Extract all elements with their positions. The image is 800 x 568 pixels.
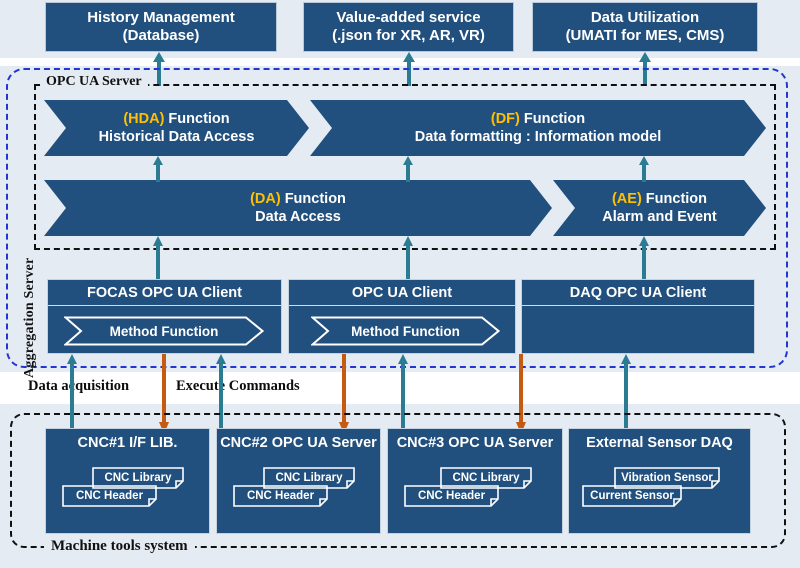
consumer-box-line2: (Database) [122, 27, 200, 44]
client-title: FOCAS OPC UA Client [48, 280, 281, 306]
method-function-label: Method Function [109, 323, 219, 339]
arrow-cnc2-to-opcua-client [215, 354, 227, 440]
function-description: Data formatting : Information model [414, 129, 662, 145]
device-box-external-sensor-daq[interactable]: External Sensor DAQ [568, 428, 751, 534]
method-function-chevron-opcua[interactable]: Method Function [311, 316, 500, 346]
arrow-client-daq-to-ae [638, 236, 650, 286]
arrow-cnc1-to-focas-client [66, 354, 78, 440]
arrow-sensor-to-daq-client [620, 354, 632, 440]
consumer-box-line2: (.json for XR, AR, VR) [332, 27, 485, 44]
arrow-client-focas-to-da [152, 236, 164, 286]
device-title: CNC#1 I/F LIB. [77, 435, 178, 451]
function-suffix: Function [280, 190, 346, 207]
function-description: Alarm and Event [602, 209, 717, 225]
aggregation-server-label: Aggregation Server [22, 257, 37, 378]
doc-cnc1-library: CNC Library [92, 467, 184, 489]
arrow-client-opcua-to-da [402, 236, 414, 286]
function-code: (AE) [611, 190, 642, 207]
doc-label: CNC Library [104, 472, 172, 484]
doc-label: Vibration Sensor [621, 472, 713, 484]
function-chevron-title-line: (DA) Function [250, 190, 346, 208]
arrow-da-to-hda [152, 156, 164, 182]
function-code: (DF) [490, 110, 520, 127]
aggregation-server-label-wrap: Aggregation Server [8, 160, 37, 378]
device-box-cnc3[interactable]: CNC#3 OPC UA Server [387, 428, 563, 534]
function-suffix: Function [164, 110, 230, 127]
arrow-da-to-df-left [402, 156, 414, 182]
function-code: (DA) [250, 190, 281, 207]
doc-label: CNC Library [452, 472, 520, 484]
function-chevron-title-line: (HDA) Function [123, 110, 229, 128]
function-chevron-title-line: (DF) Function [491, 110, 585, 128]
function-code: (HDA) [123, 110, 165, 127]
function-description: Data Access [255, 209, 341, 225]
consumer-box-line1: Data Utilization [590, 9, 700, 27]
arrow-command-to-cnc2 [338, 354, 350, 434]
device-title: CNC#3 OPC UA Server [396, 435, 554, 451]
aggregation-server-container [6, 68, 788, 368]
arrow-cnc3-to-opcua-client [397, 354, 409, 440]
consumer-box-value-added-service[interactable]: Value-added service (.json for XR, AR, V… [303, 2, 514, 52]
consumer-box-line1: Value-added service [336, 9, 481, 27]
function-chevron-ae[interactable]: (AE) Function Alarm and Event [553, 180, 766, 236]
doc-label: CNC Library [275, 472, 343, 484]
consumer-box-history-management[interactable]: History Management (Database) [45, 2, 277, 52]
doc-cnc2-header: CNC Header [233, 485, 328, 507]
doc-label: Current Sensor [590, 490, 674, 502]
method-function-label: Method Function [351, 323, 460, 339]
function-chevron-da[interactable]: (DA) Function Data Access [44, 180, 552, 236]
arrow-ae-to-df [638, 156, 650, 182]
device-title: CNC#2 OPC UA Server [220, 435, 377, 451]
device-title: External Sensor DAQ [586, 435, 733, 451]
doc-label: CNC Header [417, 490, 486, 502]
function-description: Historical Data Access [98, 129, 255, 145]
doc-current-sensor: Current Sensor [582, 485, 682, 507]
function-suffix: Function [519, 110, 586, 127]
machine-tools-label: Machine tools system [44, 538, 195, 555]
device-box-cnc2[interactable]: CNC#2 OPC UA Server [216, 428, 381, 534]
label-execute-commands: Execute Commands [176, 378, 300, 394]
method-function-chevron-focas[interactable]: Method Function [64, 316, 264, 346]
client-box-daq[interactable]: DAQ OPC UA Client [521, 279, 755, 354]
opc-ua-server-container [34, 84, 776, 250]
doc-cnc2-library: CNC Library [263, 467, 355, 489]
doc-vibration-sensor: Vibration Sensor [614, 467, 720, 489]
doc-label: CNC Header [75, 490, 144, 502]
doc-cnc3-header: CNC Header [404, 485, 499, 507]
function-suffix: Function [641, 190, 708, 207]
opc-ua-server-label: OPC UA Server [40, 74, 148, 90]
doc-cnc1-header: CNC Header [62, 485, 157, 507]
arrow-command-to-cnc3 [515, 354, 527, 434]
consumer-box-line2: (UMATI for MES, CMS) [565, 27, 725, 44]
function-chevron-hda[interactable]: (HDA) Function Historical Data Access [44, 100, 309, 156]
function-chevron-df[interactable]: (DF) Function Data formatting : Informat… [310, 100, 766, 156]
machine-tools-container [10, 413, 786, 548]
arrow-command-to-cnc1 [158, 354, 170, 434]
doc-cnc3-library: CNC Library [440, 467, 532, 489]
consumer-box-data-utilization[interactable]: Data Utilization (UMATI for MES, CMS) [532, 2, 758, 52]
function-chevron-title-line: (AE) Function [612, 190, 707, 208]
label-data-acquisition: Data acquisition [28, 378, 130, 394]
doc-label: CNC Header [246, 490, 315, 502]
consumer-box-line1: History Management [87, 9, 235, 27]
client-title: DAQ OPC UA Client [522, 280, 754, 306]
client-title: OPC UA Client [289, 280, 515, 306]
